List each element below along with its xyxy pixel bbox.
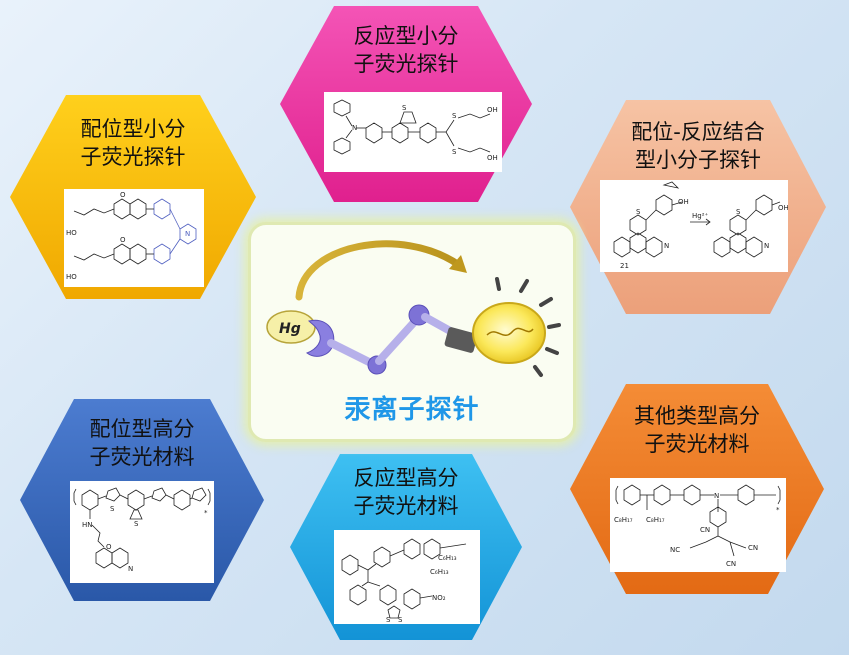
ho-label: HO [66, 229, 77, 237]
hex-coordination-reaction: 配位-反应结合 型小分子探针 OH OH Hg²⁺ S S 21 [568, 98, 828, 316]
repeat-star: * [204, 509, 208, 517]
hex-title-line-2: 子荧光探针 [353, 52, 459, 76]
cn-label: CN [748, 544, 758, 552]
center-panel: Hg 汞离子探针 [248, 222, 576, 442]
structure-image: C₆H₁₃ C₆H₁₃ NO₂ S S [334, 530, 480, 624]
structure-image: N S S S OH OH [324, 92, 502, 172]
hn-label: HN [82, 521, 93, 529]
arrow-icon [295, 240, 463, 301]
n-label: N [764, 242, 769, 250]
probe-illustration: Hg [266, 240, 561, 377]
hex-title-line-2: 子荧光材料 [89, 445, 195, 469]
s-label: S [134, 520, 139, 528]
hex-coordination-polymer: 配位型高分 子荧光材料 HN O N S S * [18, 397, 266, 603]
repeat-star: * [776, 506, 780, 514]
structure-image: HN O N S S * [70, 481, 214, 583]
hg-reagent-label: Hg²⁺ [692, 212, 709, 220]
c6-label: C₆H₁₃ [430, 568, 449, 576]
s-label: S [398, 616, 403, 624]
hex-coord-small-molecule: 配位型小分 子荧光探针 HO HO O O N [8, 93, 258, 301]
hex-title-line-1: 其他类型高分 [634, 404, 760, 428]
n-label: N [352, 124, 357, 132]
structure-image: OH OH Hg²⁺ S S 21 N N [600, 180, 789, 272]
hex-title-line-1: 配位型小分 [80, 117, 186, 141]
hex-title-line-2: 型小分子探针 [635, 148, 761, 172]
s-label: S [110, 505, 115, 513]
s-label: S [736, 208, 741, 216]
hex-title-line-1: 反应型小分 [353, 24, 459, 48]
hex-title-line-2: 子荧光材料 [644, 432, 750, 456]
c8-label: C₈H₁₇ [614, 516, 633, 524]
s-label: S [402, 104, 407, 112]
arrow-head-icon [449, 255, 467, 273]
hex-title-line-2: 子荧光探针 [80, 145, 186, 169]
o-label: O [120, 191, 126, 199]
ho-label: HO [66, 273, 77, 281]
hex-title-line-2: 子荧光材料 [353, 494, 459, 518]
light-rays-icon [495, 277, 561, 377]
hex-reaction-small-molecule: 反应型小分 子荧光探针 N S S S OH OH [278, 4, 534, 204]
nc-label: NC [670, 546, 680, 554]
oh-label: OH [778, 204, 788, 212]
s-label: S [452, 112, 457, 120]
structure-image: N C₈H₁₇ C₈H₁₇ NC CN CN CN * [610, 478, 786, 572]
hex-title-line-1: 配位-反应结合 [631, 120, 765, 144]
n-label: N [714, 492, 719, 500]
o-label: O [106, 543, 112, 551]
s-label: S [452, 148, 457, 156]
s-label: S [636, 208, 641, 216]
cn-label: CN [726, 560, 736, 568]
no2-label: NO₂ [432, 594, 446, 602]
c8-label: C₈H₁₇ [646, 516, 665, 524]
cn-label: CN [700, 526, 710, 534]
n-label: N [664, 242, 669, 250]
s-label: S [386, 616, 391, 624]
oh-label: OH [678, 198, 689, 206]
structure-image: HO HO O O N [64, 189, 204, 287]
o-label: O [120, 236, 126, 244]
compound-number: 21 [620, 262, 629, 270]
oh-label: OH [487, 106, 498, 114]
hex-title-line-1: 反应型高分 [353, 466, 459, 490]
c6-label: C₆H₁₃ [438, 554, 457, 562]
n-label: N [185, 230, 190, 238]
hex-title-line-1: 配位型高分 [89, 417, 195, 441]
center-title: 汞离子探针 [344, 395, 480, 425]
claw-icon [305, 319, 335, 357]
hex-other-polymer: 其他类型高分 子荧光材料 N C₈H₁₇ C₈H₁₇ NC [568, 382, 826, 596]
light-bulb-icon [444, 302, 546, 364]
n-label: N [128, 565, 133, 573]
oh-label: OH [487, 154, 498, 162]
hex-reaction-polymer: 反应型高分 子荧光材料 C₆H₁₃ C₆H₁₃ NO₂ S S [288, 452, 524, 642]
hg-label: Hg [279, 321, 301, 337]
